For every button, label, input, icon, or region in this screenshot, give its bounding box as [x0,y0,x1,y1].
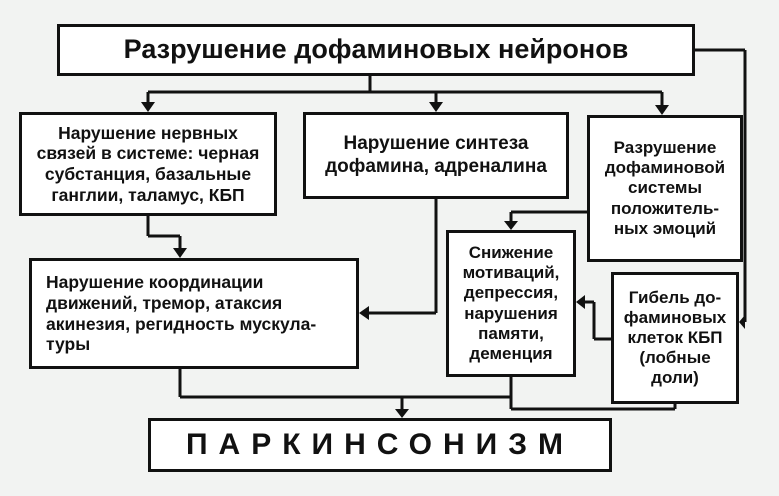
emotions-box-text: Разрушение дофаминовой системы положител… [604,138,726,238]
synthesis-box-text: Нарушение синтеза дофамина, адреналина [325,133,547,177]
arrowhead-to-motivation [504,221,518,230]
arrowhead-to-cell-death [739,315,745,329]
arrowhead-to-coordination-side [359,306,369,320]
arrowhead-to-emotions [655,105,669,115]
coordination-box-text: Нарушение координации движений, тремор, … [46,272,317,355]
arrowhead-to-nerves [141,102,155,112]
parkinsonism-text: ПАРКИНСОНИЗМ [185,428,575,462]
arrowhead-to-parkinsonism [395,409,409,418]
positive-emotions-system-box: Разрушение дофаминовой системы положител… [587,115,743,262]
arrowhead-to-synthesis [429,102,443,112]
arrowhead-to-coordination-top [173,248,187,258]
dopamine-neuron-destruction-box: Разрушение дофаминовых нейронов [57,24,695,76]
motivation-decline-box: Снижение мотиваций, депрессия, нарушения… [446,230,576,377]
cell-death-box-text: Гибель до- фаминовых клеток КБП (лобные … [623,287,727,388]
cell-death-box: Гибель до- фаминовых клеток КБП (лобные … [611,272,739,404]
top-box-text: Разрушение дофаминовых нейронов [123,34,629,65]
motivation-box-text: Снижение мотиваций, депрессия, нарушения… [462,243,560,363]
nerve-connections-box: Нарушение нервных связей в системе: черн… [19,112,277,216]
parkinsonism-box: ПАРКИНСОНИЗМ [148,418,612,472]
coordination-disorder-box: Нарушение координации движений, тремор, … [29,258,359,369]
nerves-box-text: Нарушение нервных связей в системе: черн… [36,122,260,205]
synthesis-disruption-box: Нарушение синтеза дофамина, адреналина [303,112,569,199]
arrowhead-to-motivation-side [576,295,585,309]
